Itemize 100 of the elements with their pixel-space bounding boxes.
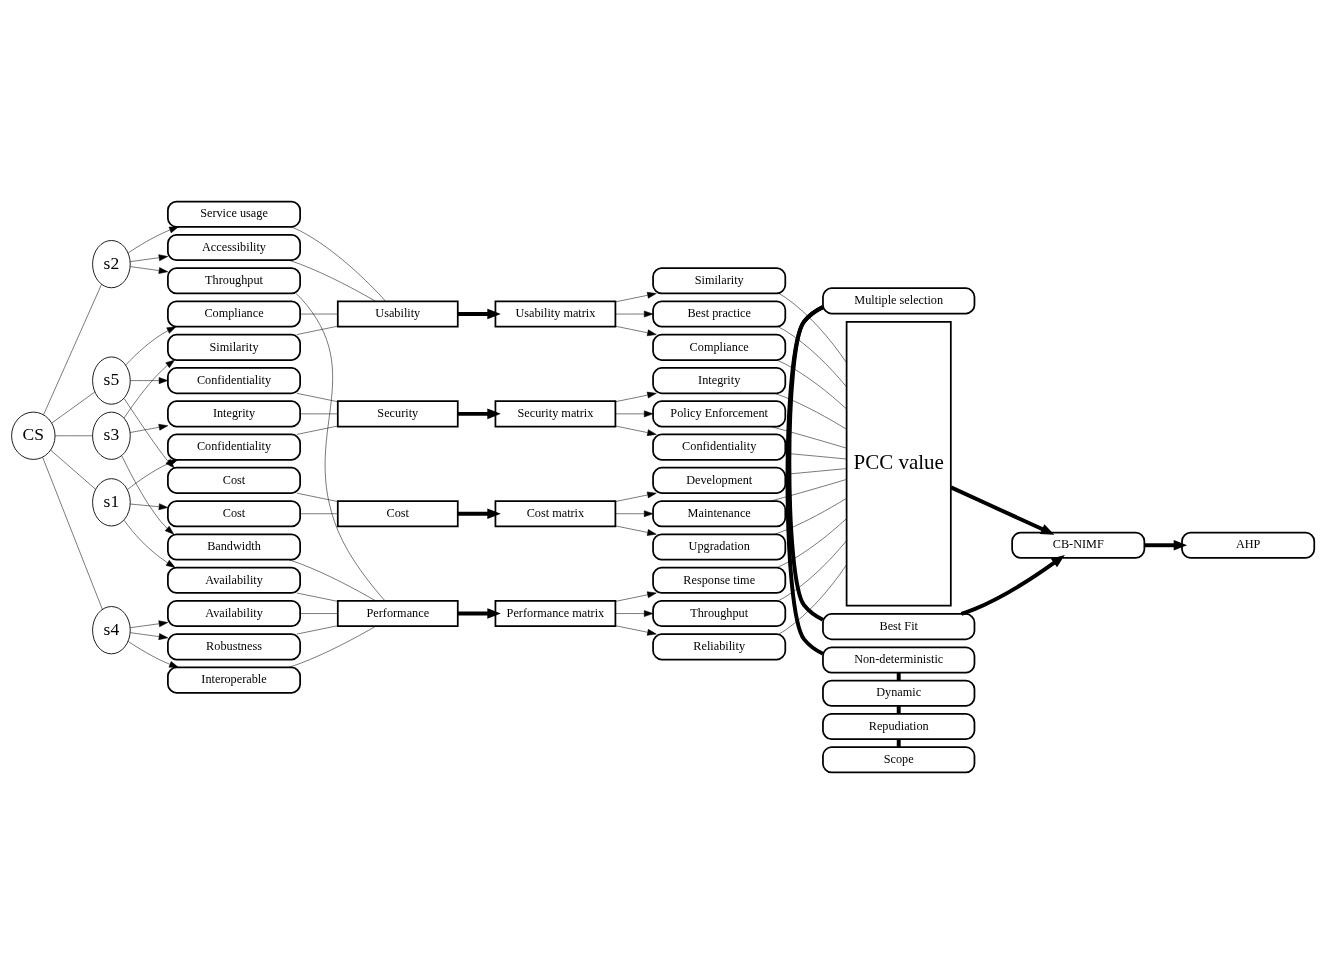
node-box: Usability matrix — [494, 300, 617, 328]
connector — [291, 226, 386, 302]
connector — [54, 435, 93, 437]
connector — [296, 592, 338, 602]
connector — [288, 626, 376, 668]
arrow — [615, 391, 657, 402]
node-box: Performance — [336, 599, 459, 628]
arrow — [130, 503, 169, 511]
arrow — [125, 326, 177, 366]
connector — [300, 313, 339, 315]
connector — [896, 706, 901, 714]
node-box: Interoperable — [167, 666, 301, 694]
node-box: Compliance — [652, 333, 787, 361]
arrow — [130, 266, 169, 274]
arrow — [615, 410, 654, 418]
node-box: Usability — [336, 300, 459, 328]
node-box: Cost — [167, 466, 301, 494]
node-box: Dynamic — [822, 679, 976, 707]
node-box: Compliance — [167, 300, 301, 328]
connector — [42, 457, 103, 610]
arrow — [127, 226, 179, 254]
node-box: Throughput — [652, 599, 787, 628]
connector — [778, 564, 847, 635]
connector — [296, 393, 338, 402]
connector — [288, 559, 376, 602]
connector — [51, 391, 95, 424]
connector — [778, 293, 847, 363]
node-box: Robustness — [167, 633, 301, 661]
connector — [777, 540, 847, 602]
connector — [785, 453, 847, 460]
node-box: Confidentiality — [167, 367, 301, 395]
connector — [776, 518, 847, 568]
node-box: Availability — [167, 566, 301, 594]
node-box: Policy Enforcement — [652, 400, 787, 428]
node-box: Development — [652, 466, 787, 494]
node-box: Similarity — [652, 267, 787, 295]
connector — [296, 425, 338, 435]
arrow — [960, 555, 1065, 616]
node-box: Scope — [822, 746, 976, 774]
connector — [774, 393, 847, 430]
arrow — [457, 608, 501, 619]
connector — [43, 284, 102, 415]
node-box: Service usage — [167, 200, 301, 228]
arrow — [123, 359, 175, 419]
node-ellipse: s3 — [92, 411, 131, 460]
arrow — [123, 520, 176, 568]
node-box: Availability — [167, 599, 301, 628]
node-box: Similarity — [167, 333, 301, 361]
connector — [770, 426, 847, 449]
node-box: Integrity — [652, 367, 787, 395]
node-box: Maintenance — [652, 500, 787, 528]
arrow — [615, 425, 657, 436]
node-box: Non-deterministic — [822, 646, 976, 674]
node-box: Confidentiality — [652, 433, 787, 461]
node-box: Security matrix — [494, 400, 617, 428]
connector — [300, 513, 339, 514]
node-box: Upgradation — [652, 533, 787, 561]
connector — [296, 325, 338, 335]
connector — [50, 449, 96, 490]
node-box: Security — [336, 400, 459, 428]
connector — [896, 739, 901, 748]
node-ellipse: s5 — [92, 356, 131, 405]
node-box: Repudiation — [822, 712, 976, 741]
connector — [296, 625, 338, 635]
node-box: Multiple selection — [822, 287, 976, 315]
node-box: Accessibility — [167, 233, 301, 262]
node-box: Best Fit — [822, 613, 976, 641]
connector — [300, 613, 339, 614]
node-box: Bandwidth — [167, 533, 301, 561]
node-box: Response time — [652, 566, 787, 594]
arrow — [127, 641, 179, 668]
arrow — [615, 625, 657, 636]
connector — [777, 326, 847, 387]
arrow — [615, 591, 657, 602]
arrow — [615, 510, 654, 518]
arrow — [130, 377, 169, 384]
arrow — [615, 325, 657, 337]
node-ellipse: s4 — [92, 606, 131, 655]
arrow — [615, 610, 654, 617]
arrow — [130, 620, 169, 628]
arrow — [130, 632, 169, 640]
node-box: AHP — [1181, 531, 1316, 559]
arrow — [457, 408, 501, 420]
connector — [300, 413, 339, 415]
node-ellipse: s1 — [92, 478, 131, 527]
arrow — [129, 424, 169, 433]
node-ellipse: s2 — [92, 240, 131, 289]
arrow — [950, 485, 1055, 535]
node-box: Performance matrix — [494, 599, 617, 628]
connector — [295, 293, 386, 601]
arrow — [457, 508, 501, 520]
arrow — [123, 398, 175, 468]
connector — [896, 672, 901, 681]
node-box: Confidentiality — [167, 433, 301, 461]
arrow — [615, 525, 657, 536]
connector — [776, 359, 847, 410]
connector — [770, 479, 847, 502]
node-box: Reliability — [652, 633, 787, 661]
arrow — [457, 308, 501, 320]
arrow — [615, 292, 657, 303]
